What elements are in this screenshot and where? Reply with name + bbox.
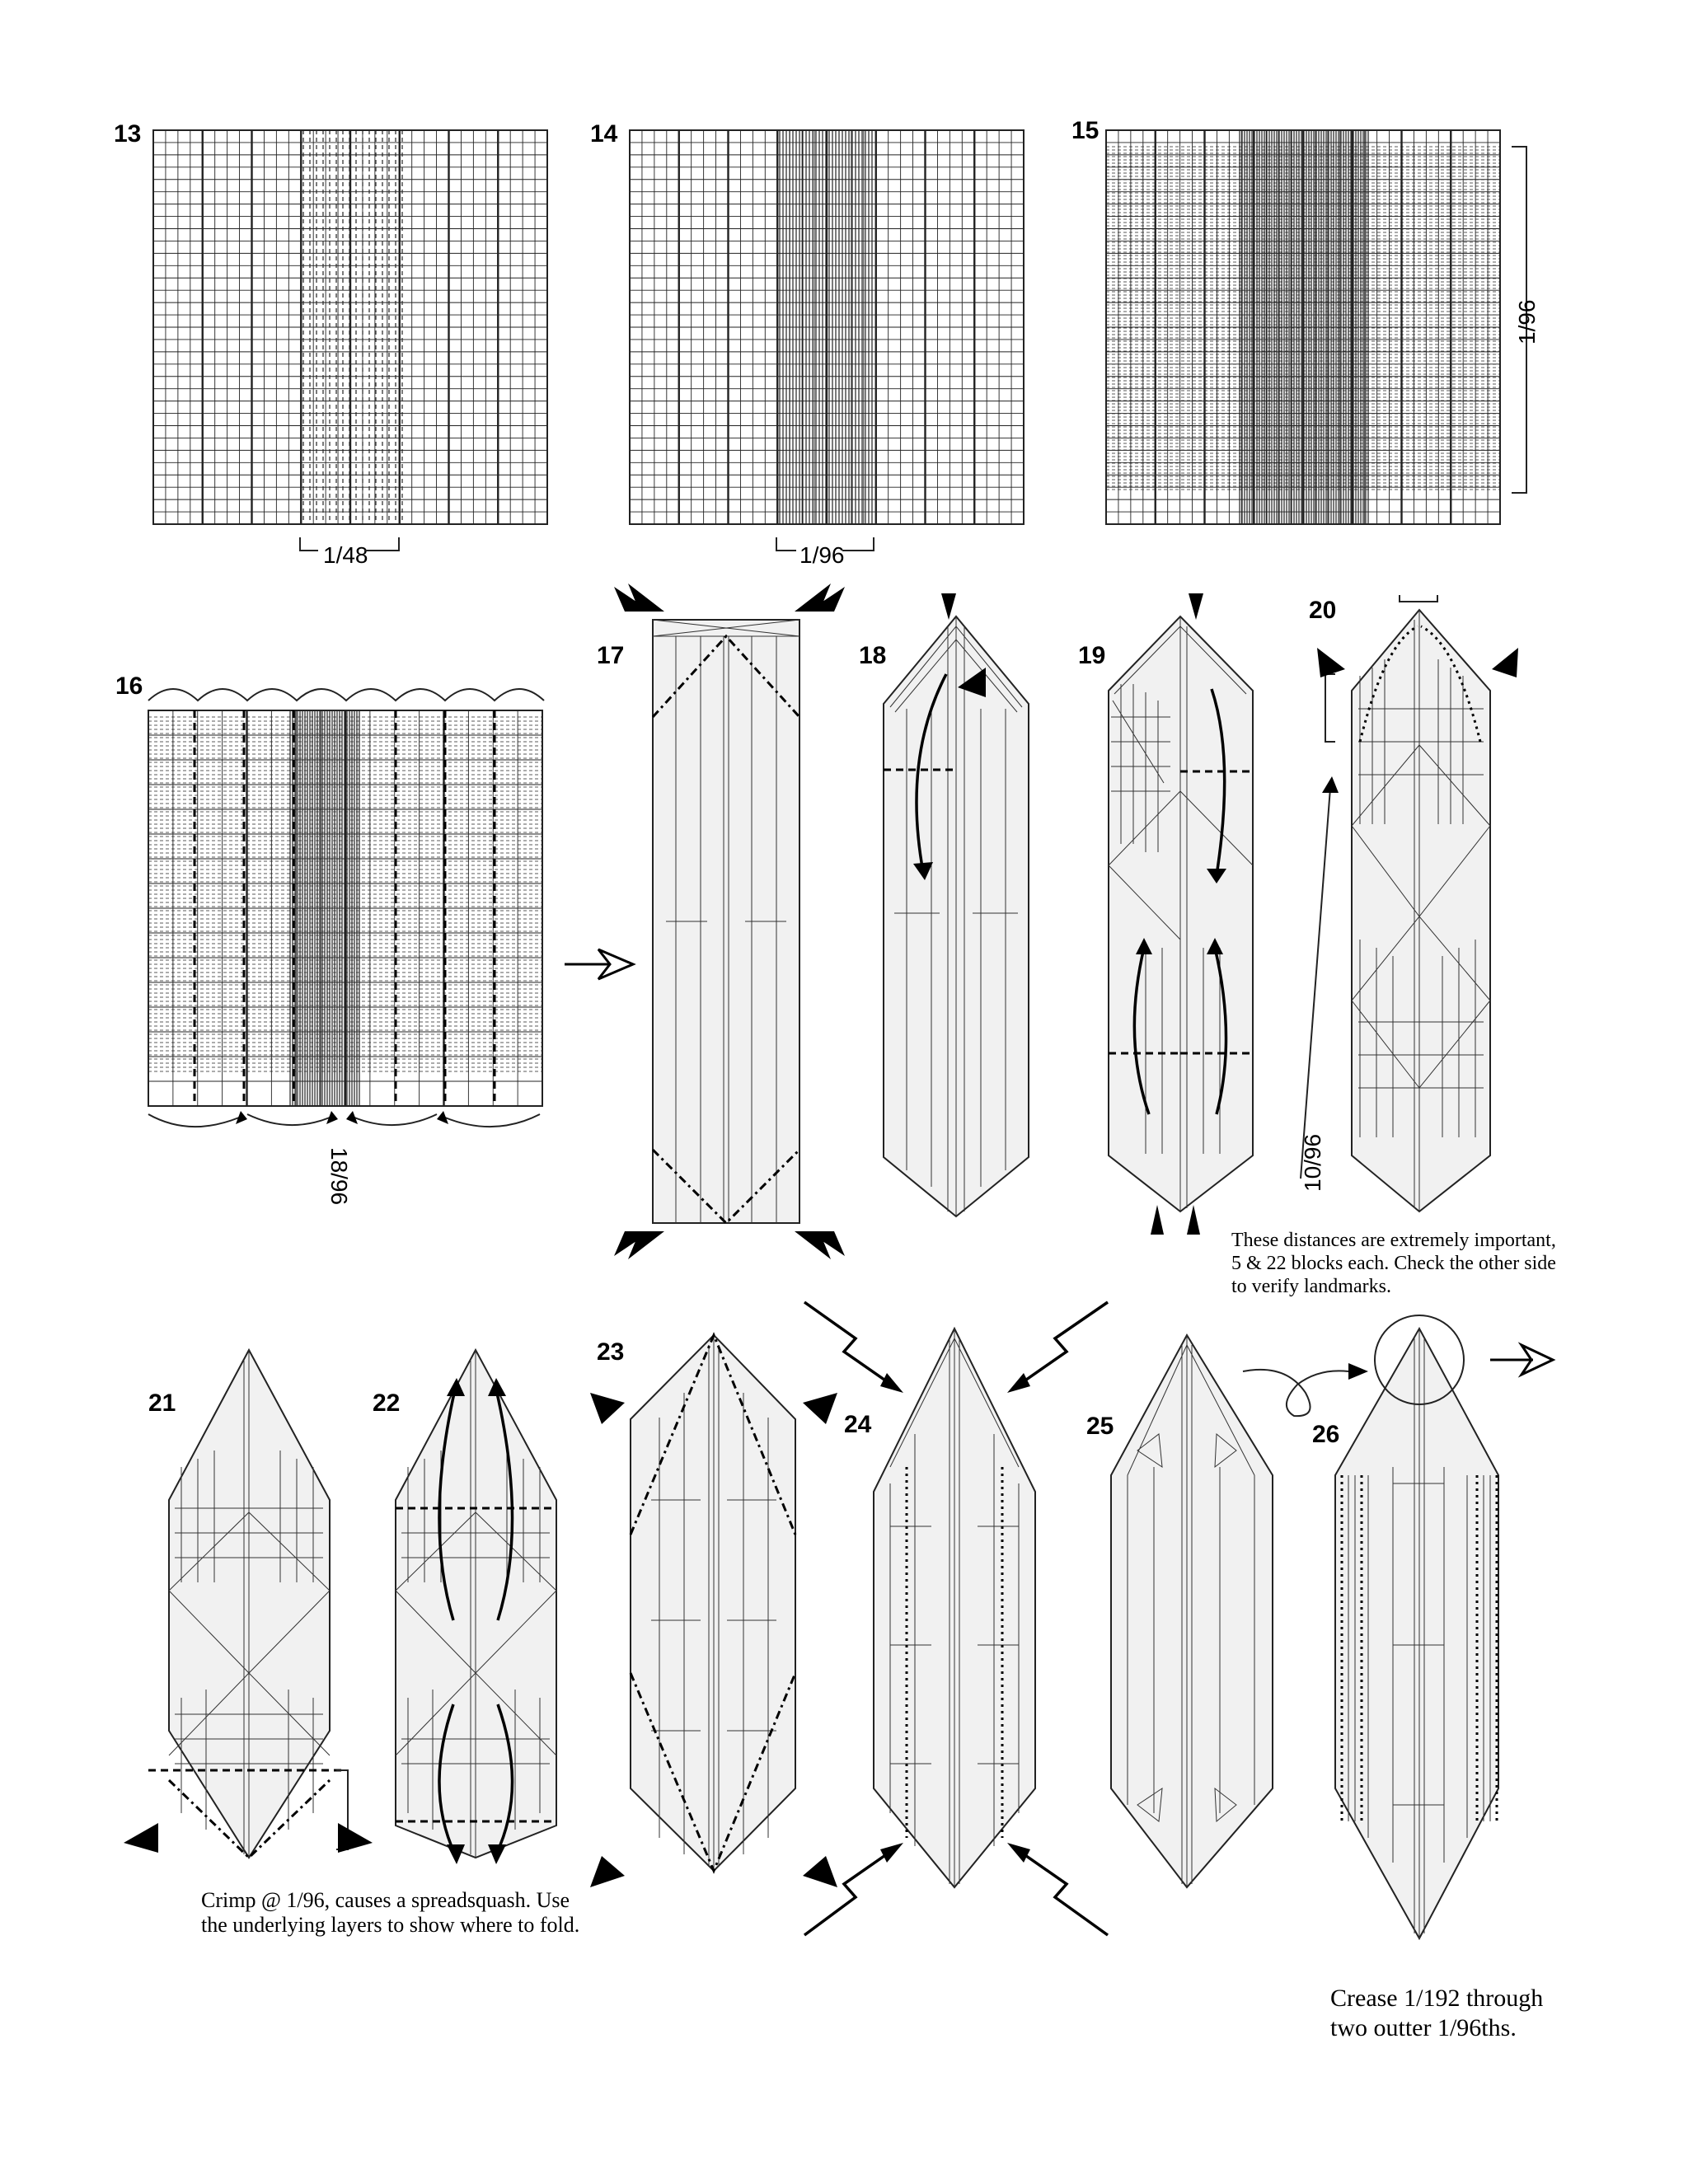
step-20-number: 20 bbox=[1309, 597, 1336, 624]
step-13-number: 13 bbox=[114, 120, 141, 148]
step-13-label: 1/48 bbox=[323, 542, 368, 568]
step-21-note-line2: the underlying layers to show where to f… bbox=[201, 1913, 579, 1937]
step-14-grid bbox=[629, 129, 1025, 525]
step-20-note-line1: These distances are extremely important, bbox=[1231, 1230, 1556, 1251]
step-20-note-line3: to verify landmarks. bbox=[1231, 1276, 1391, 1297]
step-15: 15 1/96 bbox=[1071, 117, 1540, 525]
step-23: 23 bbox=[590, 1332, 837, 1887]
step-21-note-line1: Crimp @ 1/96, causes a spreadsquash. Use bbox=[201, 1888, 570, 1912]
step-25-number: 25 bbox=[1086, 1413, 1114, 1440]
step-15-grid bbox=[1105, 129, 1501, 525]
step-26-note-line1: Crease 1/192 through bbox=[1330, 1985, 1543, 2012]
step-26-note-line2: two outter 1/96ths. bbox=[1330, 2014, 1517, 2041]
step-20-label: 10/96 bbox=[1300, 1134, 1325, 1192]
step-18-number: 18 bbox=[859, 642, 886, 669]
step-14-number: 14 bbox=[590, 120, 618, 148]
step-16-grid bbox=[148, 710, 543, 1107]
step-14-label: 1/96 bbox=[799, 542, 845, 568]
step-26-next-arrow bbox=[1490, 1342, 1556, 1378]
step-16-push-arrows bbox=[148, 1111, 541, 1128]
step-arrow-to-17 bbox=[565, 948, 636, 981]
step-21-number: 21 bbox=[148, 1390, 176, 1417]
step-21: 21 Crimp @ 1/96, causes a spreadsquash. … bbox=[124, 1347, 579, 1937]
step-26-paper bbox=[1334, 1326, 1499, 1941]
step-13-bracket bbox=[299, 537, 400, 551]
step-23-paper bbox=[630, 1333, 796, 1872]
step-26-zoom-circle bbox=[1374, 1315, 1465, 1405]
step-14: 14 1/96 bbox=[590, 120, 1025, 568]
step-15-bracket bbox=[1512, 146, 1527, 494]
step-15-number: 15 bbox=[1071, 117, 1099, 144]
step-19-number: 19 bbox=[1078, 642, 1105, 669]
step-17: 17 bbox=[597, 583, 845, 1259]
step-16-number: 16 bbox=[115, 673, 143, 700]
step-24-push-arrows bbox=[803, 1301, 1109, 1937]
step-16: 16 18/96 bbox=[115, 673, 545, 1205]
step-26-number: 26 bbox=[1312, 1421, 1339, 1448]
step-25: 25 bbox=[1086, 1333, 1368, 1889]
step-13-grid bbox=[152, 129, 548, 525]
step-24-number: 24 bbox=[844, 1411, 872, 1438]
step-16-label: 18/96 bbox=[326, 1147, 352, 1205]
step-22: 22 bbox=[373, 1347, 557, 1864]
step-22-number: 22 bbox=[373, 1390, 400, 1417]
step-18: 18 bbox=[859, 593, 1029, 1218]
step-20-note-line2: 5 & 22 blocks each. Check the other side bbox=[1231, 1253, 1556, 1274]
step-19: 19 bbox=[1078, 593, 1254, 1235]
step-13: 13 1/48 bbox=[114, 120, 548, 568]
step-26: 26 Crease 1/192 through two outter 1/96t… bbox=[1312, 1315, 1556, 2041]
step-15-label: 1/96 bbox=[1514, 300, 1540, 345]
step-24: 24 bbox=[803, 1301, 1109, 1937]
step-17-sink-marks bbox=[614, 583, 845, 1259]
step-14-bracket bbox=[776, 537, 874, 551]
step-17-number: 17 bbox=[597, 642, 624, 669]
step-16-pleat-marks bbox=[148, 688, 545, 702]
step-20: 20 10/96 These distances are extremely i… bbox=[1231, 595, 1556, 1297]
step-23-number: 23 bbox=[597, 1338, 624, 1366]
